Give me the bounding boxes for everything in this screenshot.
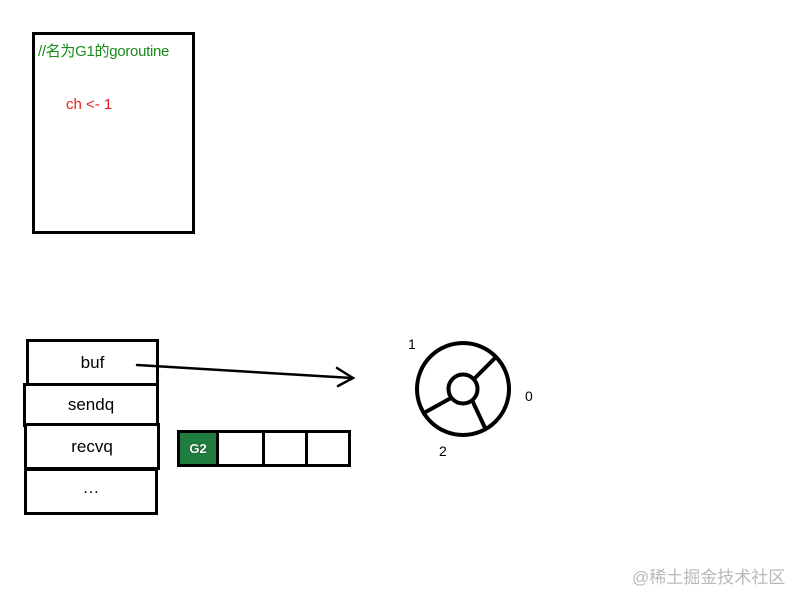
goroutine-comment: //名为G1的goroutine (38, 43, 170, 60)
goroutine-g1-box (32, 32, 195, 234)
hchan-field-more: … (24, 468, 158, 515)
hchan-field-label: recvq (71, 436, 113, 456)
ring-slot-label-0: 0 (525, 388, 533, 404)
watermark: @稀土掘金技术社区 (632, 568, 786, 587)
hchan-field-label: … (82, 477, 100, 497)
hchan-field-buf: buf (26, 339, 159, 387)
buf-pointer-arrow-icon (135, 363, 356, 388)
queue-slot-g2: G2 (180, 433, 219, 464)
recvq-queue: G2 (177, 430, 351, 467)
queue-slot-empty (219, 433, 265, 464)
ring-buffer-icon (415, 341, 511, 437)
queue-slot-empty (265, 433, 308, 464)
goroutine-send-code: ch <- 1 (66, 96, 113, 113)
hchan-field-label: sendq (67, 395, 115, 414)
goroutine-g2-label: G2 (189, 441, 207, 456)
ring-slot-label-2: 2 (439, 443, 447, 459)
hchan-field-label: buf (80, 353, 105, 372)
ring-slot-label-1: 1 (408, 336, 416, 352)
